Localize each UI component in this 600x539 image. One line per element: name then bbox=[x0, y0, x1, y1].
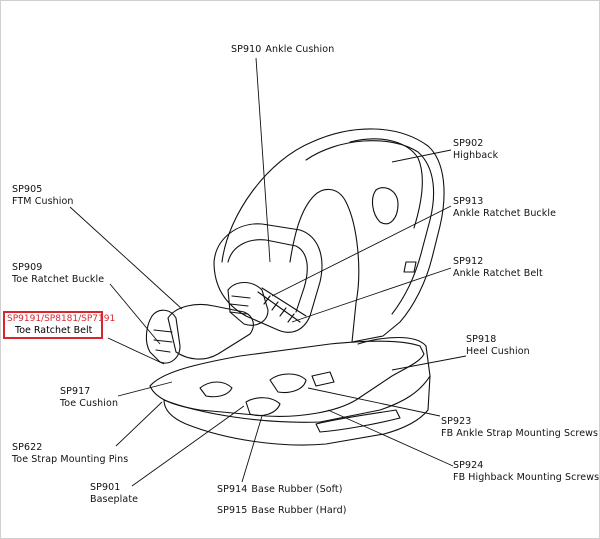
leader-sp913 bbox=[271, 205, 452, 297]
part-name: Toe Cushion bbox=[60, 398, 119, 409]
callout-sp909: SP909 Toe Ratchet Buckle bbox=[12, 262, 104, 286]
ankle-ladder bbox=[229, 295, 251, 315]
ankle-strap-inner bbox=[227, 239, 308, 313]
leader-sp622 bbox=[115, 401, 163, 447]
callout-sp622: SP622 Toe Strap Mounting Pins bbox=[12, 442, 128, 466]
highback-outline bbox=[221, 128, 445, 343]
callout-sp913: SP913 Ankle Ratchet Buckle bbox=[453, 196, 556, 220]
part-name: Heel Cushion bbox=[466, 346, 530, 357]
part-code: SP914 bbox=[217, 484, 248, 495]
ankle-strap-outline bbox=[213, 223, 323, 333]
part-code: SP909 bbox=[12, 262, 43, 273]
callout-sp901: SP901 Baseplate bbox=[90, 482, 138, 506]
part-code: SP924 bbox=[453, 460, 484, 471]
callout-sp912: SP912 Ankle Ratchet Belt bbox=[453, 256, 543, 280]
part-name: FTM Cushion bbox=[12, 196, 74, 207]
part-name: Highback bbox=[453, 150, 499, 161]
leader-sp909 bbox=[109, 283, 161, 345]
leader-sp902 bbox=[391, 149, 452, 163]
leader-sp923 bbox=[307, 387, 441, 417]
leader-sp917 bbox=[117, 381, 173, 397]
part-name: Ankle Cushion bbox=[265, 44, 335, 55]
toe-buckle-detail bbox=[153, 329, 173, 353]
baseplate-hole-1 bbox=[269, 373, 307, 394]
part-code: SP905 bbox=[12, 184, 43, 195]
part-name: Toe Strap Mounting Pins bbox=[12, 454, 129, 465]
baseplate-rubber bbox=[315, 409, 401, 433]
callout-sp924: SP924 FB Highback Mounting Screws bbox=[453, 460, 599, 484]
toe-buckle bbox=[145, 309, 181, 364]
toe-ratchet-belt-highlight: SP9191/SP8181/SP7191 Toe Ratchet Belt bbox=[3, 311, 116, 339]
callout-sp923: SP923 FB Ankle Strap Mounting Screws bbox=[441, 416, 598, 440]
part-name: FB Highback Mounting Screws bbox=[453, 472, 600, 483]
ankle-ratchet-teeth bbox=[257, 287, 307, 323]
part-code: SP923 bbox=[441, 416, 472, 427]
callout-sp918: SP918 Heel Cushion bbox=[466, 334, 530, 358]
part-code: SP622 bbox=[12, 442, 43, 453]
part-name: Ankle Ratchet Buckle bbox=[453, 208, 557, 219]
binding-drawing bbox=[145, 128, 445, 446]
highback-spine bbox=[349, 138, 423, 229]
toe-strap-outline bbox=[167, 303, 254, 360]
baseplate-top bbox=[149, 340, 425, 417]
leader-sp918 bbox=[391, 355, 467, 371]
highback-window bbox=[371, 187, 399, 225]
callout-sp917: SP917 Toe Cushion bbox=[60, 386, 118, 410]
part-name: Ankle Ratchet Belt bbox=[453, 268, 543, 279]
leader-sp901 bbox=[131, 405, 245, 487]
part-name: Base Rubber (Hard) bbox=[251, 505, 347, 516]
part-code-highlighted: SP9191/SP8181/SP7191 bbox=[7, 314, 116, 324]
baseplate-disc bbox=[245, 397, 281, 417]
leader-sp924 bbox=[327, 409, 454, 467]
part-code: SP918 bbox=[466, 334, 497, 345]
part-name: FB Ankle Strap Mounting Screws bbox=[441, 428, 599, 439]
highback-side-slot bbox=[403, 261, 417, 273]
baseplate-hole-2 bbox=[199, 381, 233, 398]
part-name: Base Rubber (Soft) bbox=[251, 484, 343, 495]
part-name: Baseplate bbox=[90, 494, 139, 505]
part-name: Toe Ratchet Buckle bbox=[12, 274, 105, 285]
part-code: SP917 bbox=[60, 386, 91, 397]
baseplate-screw bbox=[311, 371, 335, 387]
leader-sp910 bbox=[255, 57, 271, 263]
part-code: SP913 bbox=[453, 196, 484, 207]
baseplate-bottom bbox=[163, 375, 431, 446]
leader-toe-belt bbox=[107, 337, 165, 365]
leader-lines bbox=[69, 57, 467, 487]
part-name: Toe Ratchet Belt bbox=[15, 325, 93, 336]
callout-sp905: SP905 FTM Cushion bbox=[12, 184, 74, 208]
part-code: SP902 bbox=[453, 138, 484, 149]
ankle-buckle bbox=[227, 281, 269, 326]
leader-sp912 bbox=[291, 267, 452, 323]
leader-sp914 bbox=[241, 415, 263, 483]
callout-sp902: SP902 Highback bbox=[453, 138, 498, 162]
highback-inner-rim bbox=[305, 140, 435, 315]
baseplate-heel-rim bbox=[357, 337, 431, 377]
part-code: SP915 bbox=[217, 505, 248, 516]
part-code: SP910 bbox=[231, 44, 262, 55]
leader-sp905 bbox=[69, 206, 183, 310]
part-code: SP901 bbox=[90, 482, 121, 493]
part-code: SP912 bbox=[453, 256, 484, 267]
